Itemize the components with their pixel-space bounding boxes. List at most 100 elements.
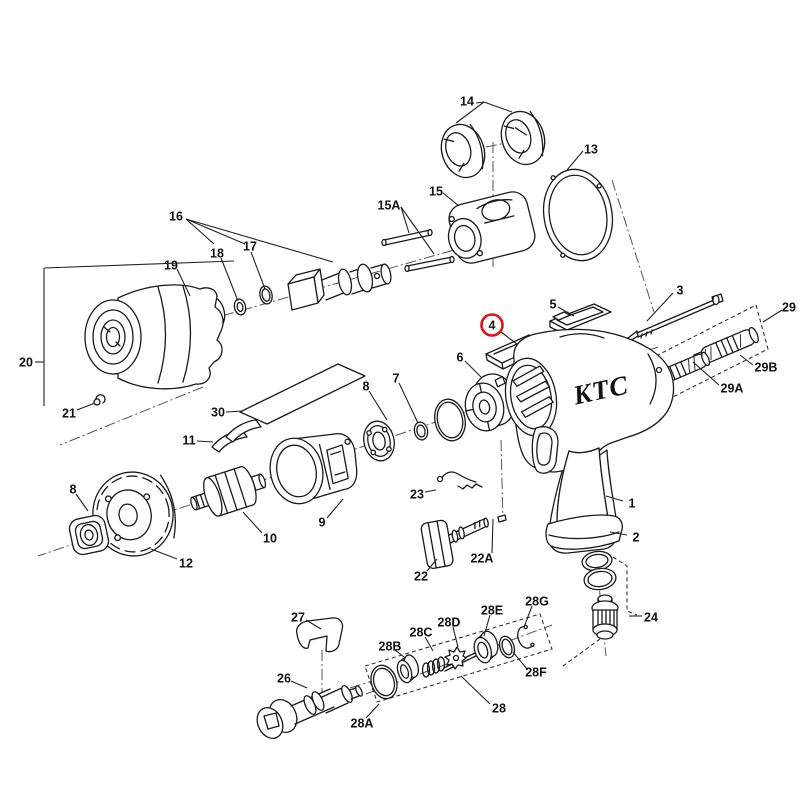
part-label-23[interactable]: 23: [410, 488, 424, 502]
part-label-28[interactable]: 28: [492, 702, 506, 716]
part-label-28F[interactable]: 28F: [525, 666, 547, 680]
leader-line-28: [460, 675, 491, 705]
part-label-12[interactable]: 12: [179, 557, 193, 571]
part-hammer-rings-14: [440, 110, 546, 179]
leader-line-4: [500, 331, 518, 345]
leader-line-23: [424, 489, 437, 493]
part-retaining-ring-7: [413, 421, 429, 441]
kit-box-28: [364, 613, 553, 703]
part-plate-5: [549, 303, 612, 333]
part-label-11[interactable]: 11: [182, 434, 195, 448]
part-28g-c-clip: [517, 624, 535, 649]
part-label-27[interactable]: 27: [291, 611, 305, 625]
part-label-22[interactable]: 22: [414, 570, 428, 584]
part-rotor-10: [190, 466, 267, 517]
part-anvil-extension-26: [256, 685, 363, 740]
part-label-1[interactable]: 1: [629, 497, 636, 511]
part-gasket-13: [542, 168, 614, 262]
part-plate-30: [239, 363, 366, 425]
leader-line-29B: [739, 354, 754, 366]
leader-line-22A: [491, 518, 494, 554]
leader-line-16: [185, 218, 246, 245]
leader-line-16: [185, 218, 334, 263]
part-label-2[interactable]: 2: [633, 531, 640, 545]
part-label-9[interactable]: 9: [319, 516, 326, 530]
part-anvil-16: [287, 263, 392, 311]
part-trigger-valve-22: [420, 517, 489, 569]
part-label-29B[interactable]: 29B: [755, 361, 778, 375]
leader-line-22: [426, 558, 438, 572]
kit-box-29: [649, 304, 769, 404]
part-label-7[interactable]: 7: [393, 372, 400, 386]
part-label-19[interactable]: 19: [164, 259, 178, 273]
leader-line-12: [150, 548, 178, 560]
kit-group-boxes: [364, 304, 769, 703]
part-label-28D[interactable]: 28D: [438, 616, 461, 630]
part-retainer-27: [295, 617, 344, 653]
part-label-5[interactable]: 5: [550, 298, 557, 312]
part-label-21[interactable]: 21: [62, 407, 76, 421]
part-label-15A[interactable]: 15A: [378, 199, 401, 213]
part-hammer-case-15: [447, 191, 536, 264]
part-label-3[interactable]: 3: [677, 284, 684, 298]
part-label-20[interactable]: 20: [19, 356, 33, 370]
leader-line-28D: [452, 626, 459, 648]
part-end-plate-12: [92, 471, 176, 557]
part-rotor-vanes-11: [211, 419, 262, 453]
part-label-29A[interactable]: 29A: [721, 382, 744, 396]
leader-line-15A: [400, 206, 410, 234]
part-label-24[interactable]: 24: [644, 611, 658, 625]
part-label-6[interactable]: 6: [457, 351, 464, 365]
part-washer-18: [233, 298, 247, 316]
part-label-26[interactable]: 26: [277, 672, 291, 686]
leader-line-15: [442, 192, 460, 207]
leader-line-1: [605, 495, 624, 502]
part-28e-bearing: [473, 630, 499, 664]
part-label-18[interactable]: 18: [210, 247, 224, 261]
part-label-10[interactable]: 10: [263, 532, 277, 546]
trigger-paddle-inner: [536, 432, 553, 466]
part-label-13[interactable]: 13: [584, 143, 598, 157]
leader-line-28G: [523, 605, 533, 628]
part-label-8[interactable]: 8: [363, 380, 370, 394]
part-label-28B[interactable]: 28B: [379, 640, 402, 654]
part-label-28C[interactable]: 28C: [410, 626, 433, 640]
part-label-28G[interactable]: 28G: [525, 595, 549, 609]
part-pin-22a: [497, 514, 507, 523]
part-label-28A[interactable]: 28A: [351, 717, 374, 731]
part-label-30[interactable]: 30: [211, 406, 225, 420]
part-label-22A[interactable]: 22A: [471, 552, 494, 566]
bracket-24-lower: [562, 638, 601, 667]
leader-line-26: [290, 680, 308, 689]
leader-line-28B: [394, 649, 405, 658]
leader-line-6: [464, 360, 483, 379]
part-clutch-housing-20: [84, 284, 224, 390]
part-28b-ring: [396, 654, 420, 684]
part-label-16[interactable]: 16: [169, 210, 183, 224]
leader-line-18: [220, 257, 239, 302]
leader-line-14: [455, 101, 485, 124]
leader-line-30: [225, 410, 244, 413]
part-label-17[interactable]: 17: [243, 240, 257, 254]
leader-line-21: [76, 402, 96, 411]
part-28a-o-ring: [370, 664, 398, 700]
leader-line-29A: [692, 361, 720, 386]
part-label-15[interactable]: 15: [429, 185, 443, 199]
highlight-circle-part-4: [480, 313, 504, 337]
part-label-14[interactable]: 14: [460, 95, 474, 109]
leader-line-8: [368, 390, 388, 421]
part-main-housing: KTC: [504, 328, 675, 554]
part-lever-23: [436, 471, 483, 490]
part-cylinder-head-6: [464, 373, 517, 432]
part-label-29[interactable]: 29: [782, 301, 796, 315]
part-label-8[interactable]: 8: [70, 483, 77, 497]
part-label-4[interactable]: 4: [489, 319, 496, 333]
part-label-28E[interactable]: 28E: [481, 604, 503, 618]
part-inlet-bushing-24: [591, 594, 619, 640]
leader-line-28A: [365, 703, 380, 719]
leader-line-8: [75, 493, 89, 512]
part-labels: 14131515A16171819202132929B29A5467830111…: [19, 95, 796, 731]
part-bearing-8-rear: [68, 514, 110, 556]
part-bearing-8-front: [363, 420, 395, 462]
